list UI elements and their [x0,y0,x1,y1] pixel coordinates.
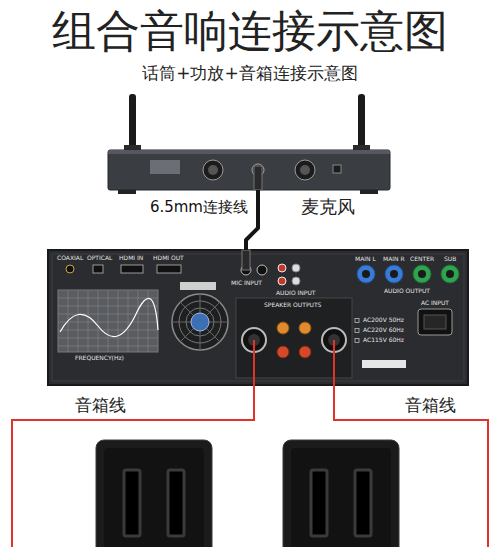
antenna [129,94,136,152]
panel-label: SUB [443,256,457,263]
binding-post [277,346,289,358]
eq-graph [58,290,158,352]
serial-sticker [362,360,406,368]
jack-plug [254,166,262,190]
optical-socket [93,265,103,273]
panel-label: AC INPUT [420,300,450,307]
rca-socket [278,277,286,285]
fan-grille [172,294,228,350]
cable-label: 6.5mm连接线 [148,199,250,216]
receiver-foot [118,190,136,194]
panel-sticker [180,282,216,290]
rca-socket [278,264,286,272]
speaker-port [355,470,371,536]
receiver-edge [108,150,390,154]
panel-label: FREQUENCY(Hz) [74,355,125,362]
speaker-face [291,448,391,547]
speaker-port [311,470,327,536]
amplifier-panel: COAXIALOPTICAL HDMI IN HDMI OUT FREQUENCY(H… [48,250,468,385]
binding-post [299,322,311,334]
fan-hub [191,313,209,331]
wireless-receiver: 麦克风 [108,150,390,190]
subtitle: 话筒+功放+音箱连接示意图 [142,64,358,84]
panel-label: SPEAKER OUTPUTS [263,302,322,309]
panel-label: AC200V 50Hz [362,317,405,324]
panel-label: AUDIO OUTPUT [383,288,431,295]
amplifier-body [48,250,468,385]
speaker-face [104,448,204,547]
xlr-output [441,265,459,283]
dc-socket [333,165,341,173]
jack-plug [242,250,250,270]
wire-label: 音箱线 [75,396,126,416]
voltage-box [355,339,359,343]
voltage-box [355,329,359,333]
panel-label: AC220V 60Hz [362,327,405,334]
panel-label: HDMI IN [118,255,144,262]
xlr-output-inner [446,270,454,278]
speaker-port [168,470,184,536]
receiver-sticker [150,160,180,174]
voltage-box [355,319,359,323]
panel-label: HDMI OUT [152,255,185,262]
xlr-socket-inner [300,165,310,175]
xlr-output-inner [390,270,398,278]
xlr-output [357,265,375,283]
xlr-socket [295,160,315,180]
ac-socket-inner [424,315,446,329]
binding-post [299,346,311,358]
receiver-foot [360,190,378,194]
xlr-output-inner [418,270,426,278]
panel-label: MAIN R [382,256,406,263]
panel-label: MAIN L [354,256,377,263]
panel-label: OPTICAL [86,255,113,262]
panel-label: COAXIAL [56,255,84,262]
speaker-port [124,470,140,536]
binding-post [277,322,289,334]
amplifier-bevel [52,254,464,381]
panel-label: CENTER [409,256,435,263]
wire-label: 音箱线 [405,396,456,416]
panel-label: AC115V 60Hz [362,337,405,344]
diagram-title: 组合音响连接示意图 [0,6,500,57]
eq-curve [60,298,158,336]
rca-socket [292,277,300,285]
eq-grid [58,290,158,352]
device-label: 麦克风 [300,197,356,217]
speaker-cabinet [96,440,212,547]
xlr-output [385,265,403,283]
hdmi-socket [157,265,181,273]
panel-label: AUDIO INPUT [275,290,316,297]
fan-spokes [172,294,228,350]
antenna [358,94,365,152]
panel-label: MIC INPUT [230,280,263,287]
speaker-cabinet [283,440,399,547]
mic-socket [257,265,267,275]
hdmi-socket [121,265,143,273]
coaxial-socket [66,265,74,273]
xlr-output [413,265,431,283]
rca-socket [292,264,300,272]
receiver-body [108,150,390,190]
ac-socket [418,309,452,335]
xlr-socket [203,160,223,180]
xlr-output-inner [362,270,370,278]
xlr-socket-inner [208,165,218,175]
